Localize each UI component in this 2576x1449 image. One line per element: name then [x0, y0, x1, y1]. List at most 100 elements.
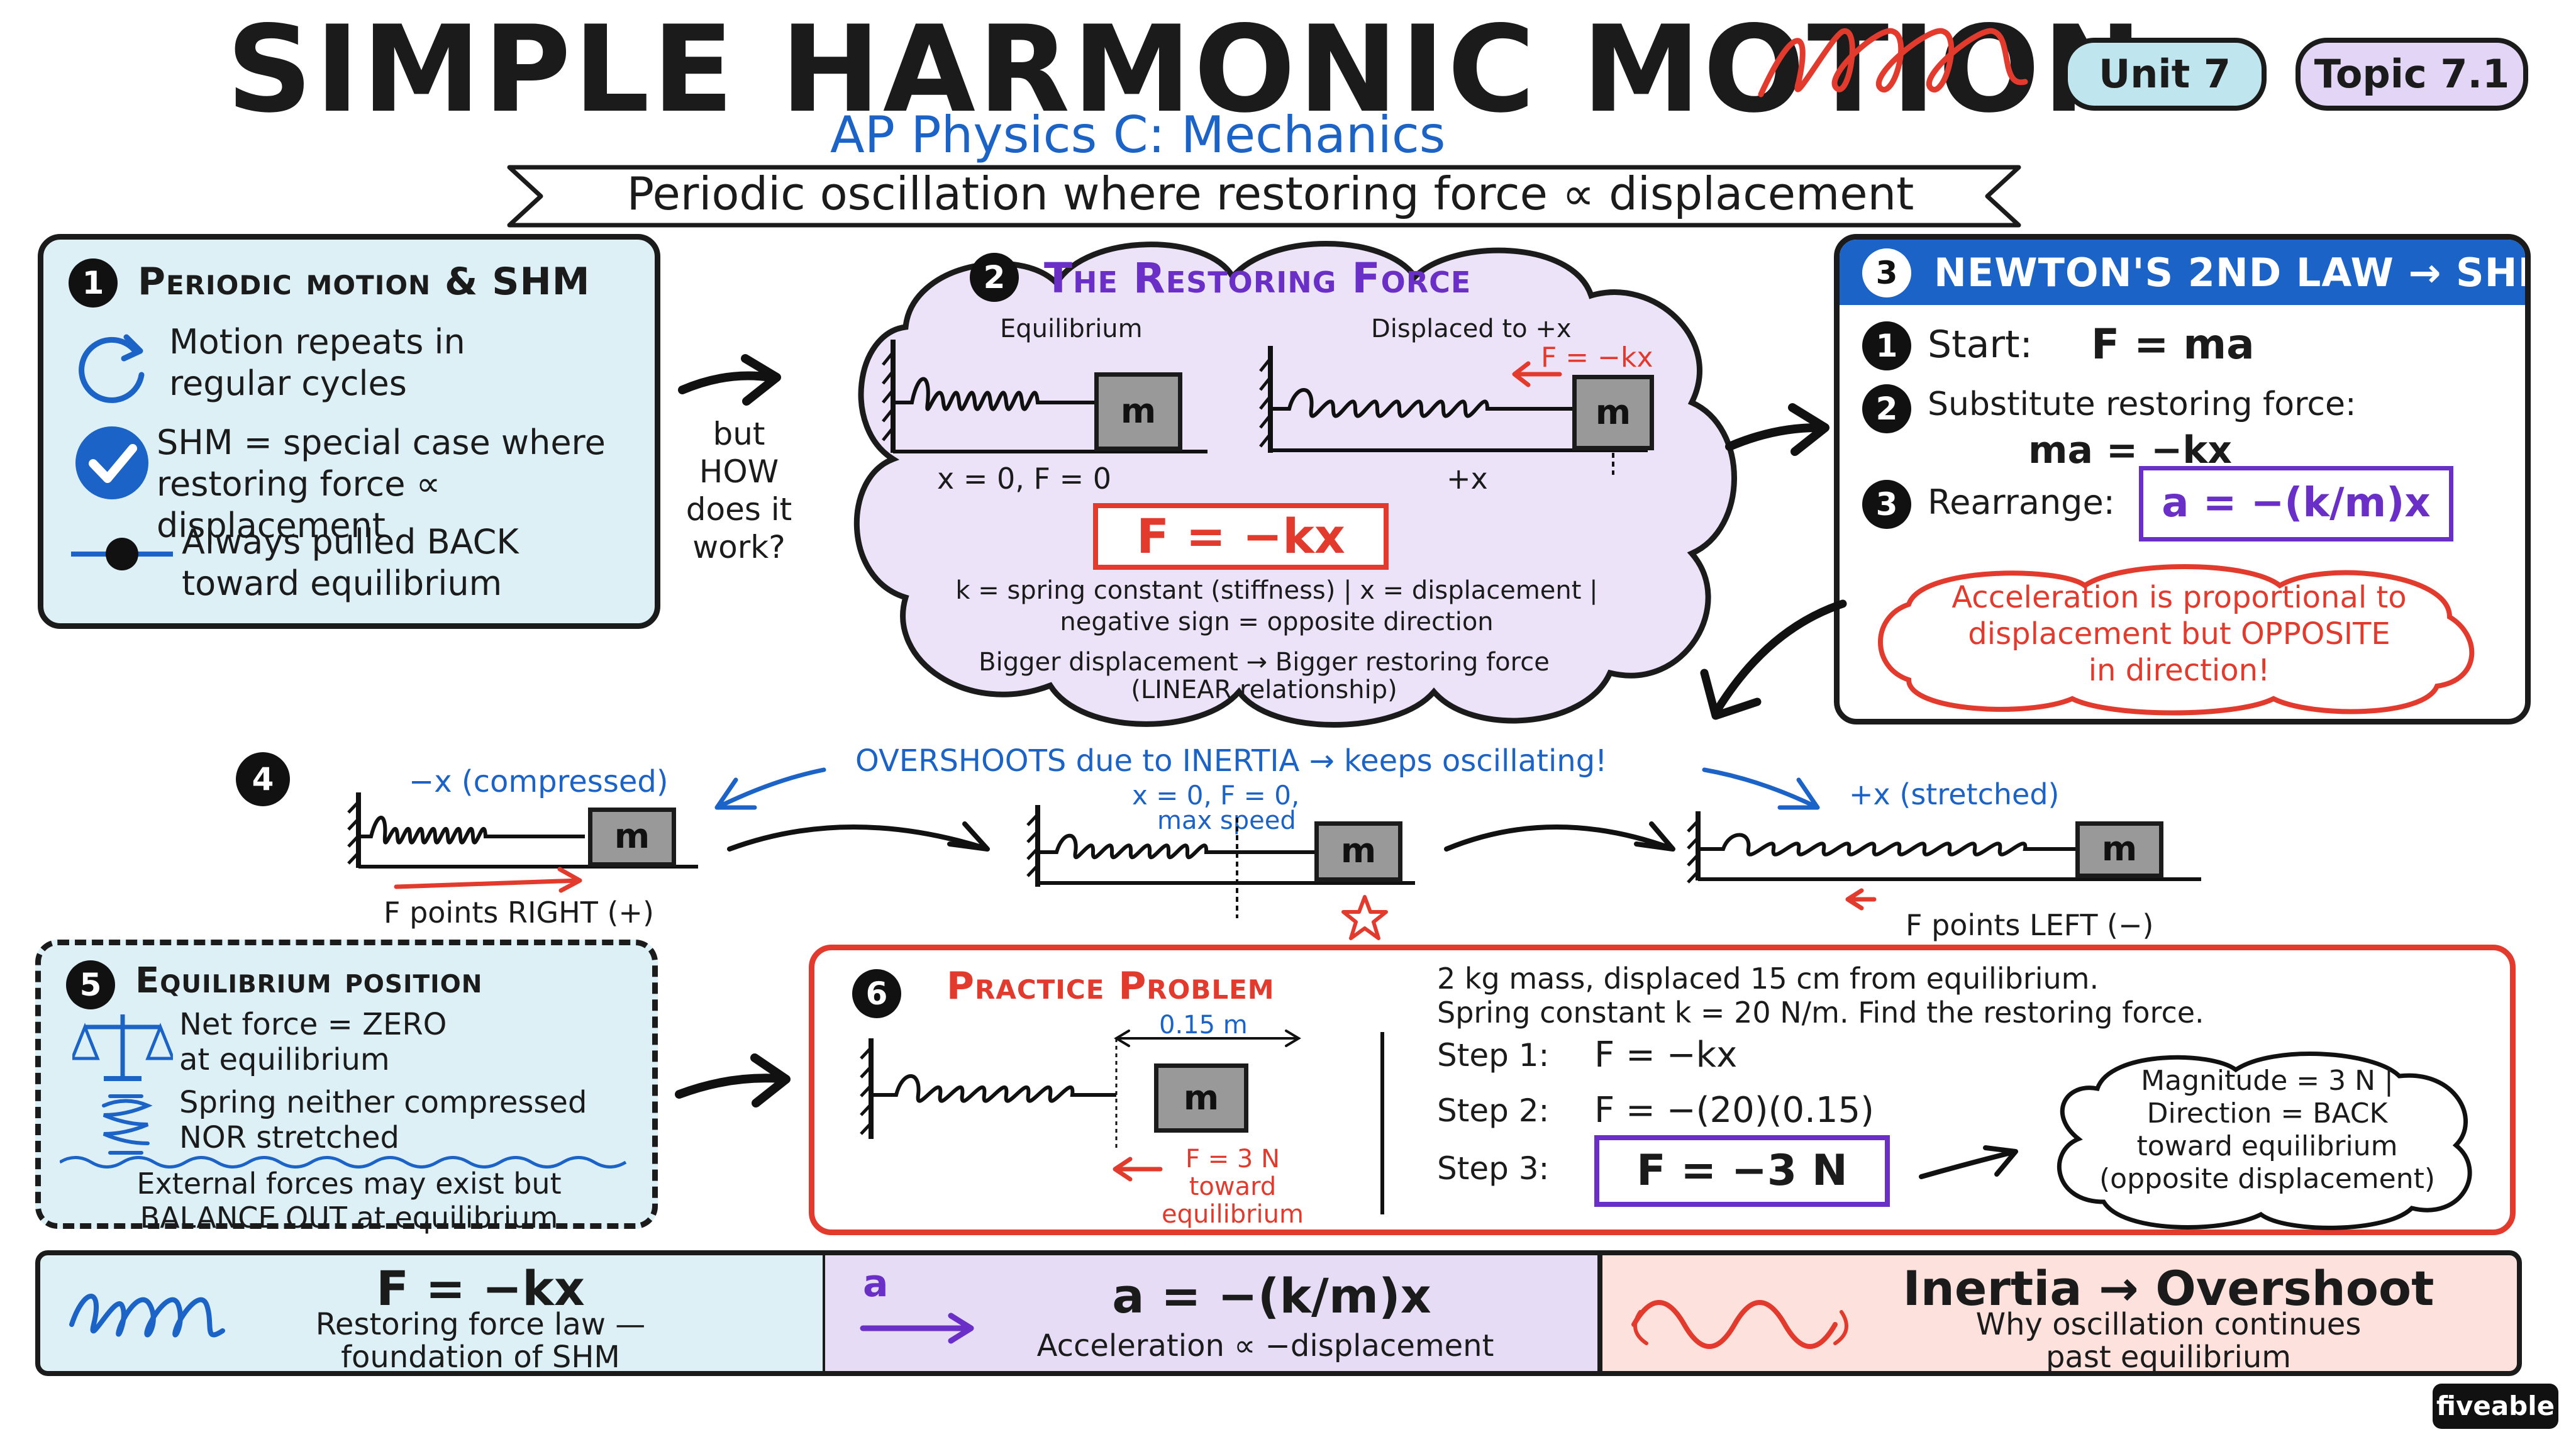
acceleration-arrow-icon [860, 1313, 974, 1344]
page-title: SIMPLE HARMONIC MOTION [226, 0, 2145, 139]
section-restoring-force-cloud [853, 241, 1737, 728]
summary-caption: Why oscillation continues past equilibri… [1975, 1307, 2362, 1375]
step-label: Step 3: [1437, 1150, 1550, 1187]
equilibrium-label: Equilibrium [1000, 314, 1143, 343]
step-label: Start: [1928, 323, 2033, 367]
item-text: Net force = ZERO at equilibrium [179, 1007, 447, 1077]
mass-block: m [588, 808, 676, 867]
practice-spring-diagram [860, 1030, 1301, 1182]
section-practice-problem: 6 Practice Problem 2 kg mass, displaced … [809, 945, 2516, 1235]
star-icon [1341, 895, 1388, 940]
force-label: F = −kx [1541, 341, 1653, 374]
callout-cloud [1878, 564, 2475, 716]
balance-scale-icon [72, 1014, 173, 1081]
summary-restoring-force: F = −kx Restoring force law — foundation… [35, 1250, 828, 1376]
step-label: Step 2: [1437, 1092, 1550, 1129]
item-text: Spring neither compressed NOR stretched [179, 1085, 587, 1155]
summary-formula: a = −(k/m)x [1112, 1268, 1431, 1324]
unit-badge: Unit 7 [2063, 38, 2267, 111]
step-label: Rearrange: [1928, 482, 2115, 522]
problem-text: 2 kg mass, displaced 15 cm from equilibr… [1437, 962, 2204, 1030]
banner-text: Periodic oscillation where restoring for… [626, 167, 1914, 220]
section-equilibrium: 5 Equilibrium position Net force = ZERO … [35, 940, 658, 1235]
center-label: x = 0, F = 0, [1132, 780, 1300, 811]
compressed-label: −x (compressed) [409, 764, 669, 799]
section-number: 1 [69, 258, 118, 308]
definition-line: negative sign = opposite direction [1060, 608, 1494, 636]
section-number: 4 [236, 752, 290, 806]
summary-formula: Inertia → Overshoot [1902, 1260, 2434, 1316]
equilibrium-spring-diagram [882, 340, 1208, 453]
center-label: max speed [1157, 806, 1296, 835]
distance-label: 0.15 m [1159, 1011, 1248, 1040]
note-line: (LINEAR relationship) [1131, 675, 1397, 704]
section-number: 6 [852, 969, 901, 1018]
displaced-label: Displaced to +x [1371, 314, 1572, 343]
arrow-left-blue-icon [714, 767, 826, 810]
item-text: SHM = special case where restoring force… [157, 423, 606, 545]
mass-block: m [1314, 821, 1402, 882]
step-number: 1 [1862, 321, 1911, 370]
summary-formula: F = −kx [376, 1260, 585, 1316]
callout-text: Acceleration is proportional to displace… [1951, 580, 2407, 688]
answer-text: Magnitude = 3 N | Direction = BACK towar… [2099, 1065, 2435, 1195]
arrow-to-answer-icon [1919, 1145, 2018, 1179]
spring-doodle-icon [1758, 28, 2028, 97]
mass-block: m [1572, 375, 1654, 450]
arrow-to-right-icon [1444, 821, 1675, 852]
step-expression-box: a = −(k/m)x [2139, 466, 2453, 541]
stretched-spring-diagram [1687, 811, 2201, 911]
pulled-back-icon [71, 538, 173, 570]
summary-acceleration: a a = −(k/m)x Acceleration ∝ −displaceme… [825, 1250, 1599, 1376]
step-expression: ma = −kx [2028, 428, 2232, 472]
mass-block: m [2075, 821, 2163, 878]
banner-ribbon [507, 165, 2021, 228]
force-direction-label: F points RIGHT (+) [384, 896, 654, 930]
section-periodic-motion: 1 Periodic motion & SHM Motion repeats i… [38, 234, 660, 629]
force-label: F = 3 N toward equilibrium [1162, 1145, 1304, 1229]
restoring-force-formula: F = −kx [1093, 503, 1389, 570]
spring-coil-icon [102, 1094, 153, 1155]
topic-badge: Topic 7.1 [2296, 38, 2528, 111]
item-text: Always pulled BACK toward equilibrium [182, 522, 519, 603]
step-expression: F = ma [2091, 320, 2255, 369]
section-title: NEWTON'S 2ND LAW → SHM [1934, 250, 2531, 296]
answer-box: F = −3 N [1594, 1135, 1890, 1207]
footer-text: External forces may exist but BALANCE OU… [136, 1167, 562, 1235]
section-title: Periodic motion & SHM [138, 260, 591, 304]
arrow-to-section2-icon [678, 354, 781, 406]
arrow-to-center-icon [727, 821, 990, 852]
definition-line: k = spring constant (stiffness) | x = di… [955, 576, 1598, 605]
spring-icon [69, 1294, 225, 1338]
step-number: 2 [1862, 384, 1911, 433]
force-direction-label: F points LEFT (−) [1906, 908, 2154, 942]
arrow-to-section6-icon [675, 1053, 791, 1108]
wave-icon [1631, 1300, 1848, 1349]
arrow-to-section3-icon [1725, 403, 1829, 456]
wave-divider [60, 1156, 627, 1169]
section-number: 3 [1862, 248, 1911, 297]
summary-caption: Restoring force law — foundation of SHM [315, 1307, 646, 1375]
section-title: The Restoring Force [1044, 254, 1472, 303]
step-label: Substitute restoring force: [1928, 386, 2357, 423]
section-number: 2 [970, 253, 1019, 302]
arrow-to-section4-icon [1700, 599, 1847, 720]
stretched-label: +x (stretched) [1849, 777, 2060, 811]
step-number: 3 [1862, 480, 1911, 529]
brand-logo: fiveable [2433, 1384, 2558, 1429]
displaced-caption: +x [1446, 462, 1488, 496]
subtitle: AP Physics C: Mechanics [830, 106, 1446, 164]
mass-block: m [1154, 1063, 1248, 1133]
transition-text: but HOW does it work? [686, 416, 792, 565]
section-number: 5 [66, 960, 115, 1009]
arrow-right-blue-icon [1702, 767, 1820, 810]
item-text: Motion repeats in regular cycles [169, 322, 465, 403]
acceleration-label: a [863, 1262, 889, 1306]
step-label: Step 1: [1437, 1037, 1550, 1074]
mass-block: m [1094, 372, 1182, 451]
section-title: Practice Problem [947, 964, 1275, 1008]
section-title: Equilibrium position [135, 960, 483, 1001]
note-line: Bigger displacement → Bigger restoring f… [979, 648, 1550, 677]
section-header-bar [1840, 240, 2525, 305]
cycle-arrows-icon [79, 334, 145, 403]
